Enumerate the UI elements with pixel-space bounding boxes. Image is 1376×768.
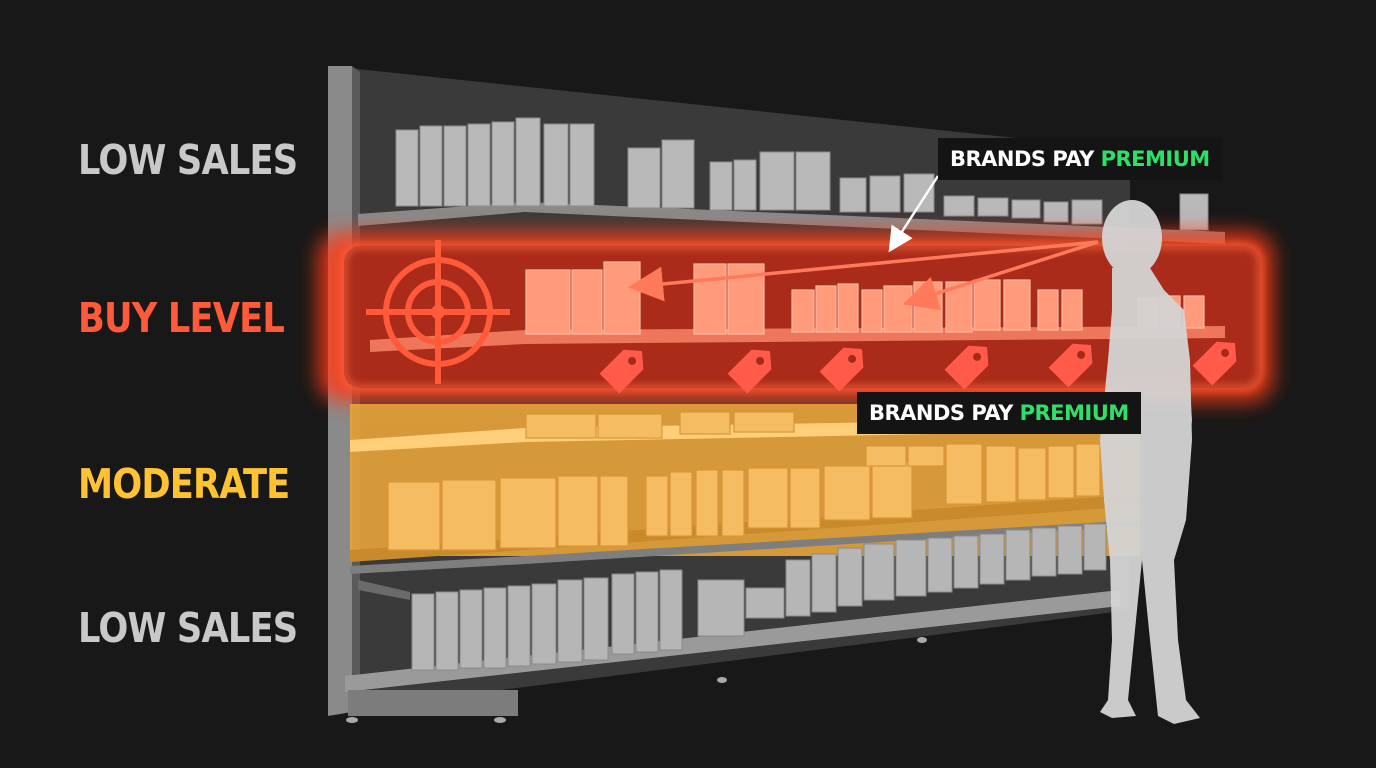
callout-highlight: PREMIUM — [1019, 401, 1130, 425]
callout-highlight: PREMIUM — [1100, 147, 1211, 171]
zone-label-low-sales-top: LOW SALES — [78, 136, 298, 184]
bottom-shelf — [350, 520, 1140, 671]
zone-label-buy-level: BUY LEVEL — [78, 294, 285, 342]
callout-brands-pay-premium: BRANDS PAY PREMIUM — [938, 138, 1222, 180]
price-tag-icon — [599, 349, 644, 394]
zone-label-moderate: MODERATE — [78, 460, 290, 508]
sightline-arrows — [628, 175, 1099, 311]
callout-text: BRANDS PAY — [869, 401, 1013, 425]
price-tag-icon — [944, 345, 989, 390]
callout-brands-pay-premium: BRANDS PAY PREMIUM — [857, 392, 1141, 434]
price-tag-icon — [1192, 341, 1237, 386]
price-tag-icon — [819, 347, 864, 392]
zone-label-low-sales-bottom: LOW SALES — [78, 604, 298, 652]
callout-text: BRANDS PAY — [950, 147, 1094, 171]
buy-level-band — [318, 232, 1273, 402]
person-silhouette-icon — [1100, 200, 1200, 724]
target-crosshair-icon — [366, 240, 510, 384]
price-tag-icon — [1048, 343, 1093, 388]
price-tag-icon — [727, 349, 772, 394]
